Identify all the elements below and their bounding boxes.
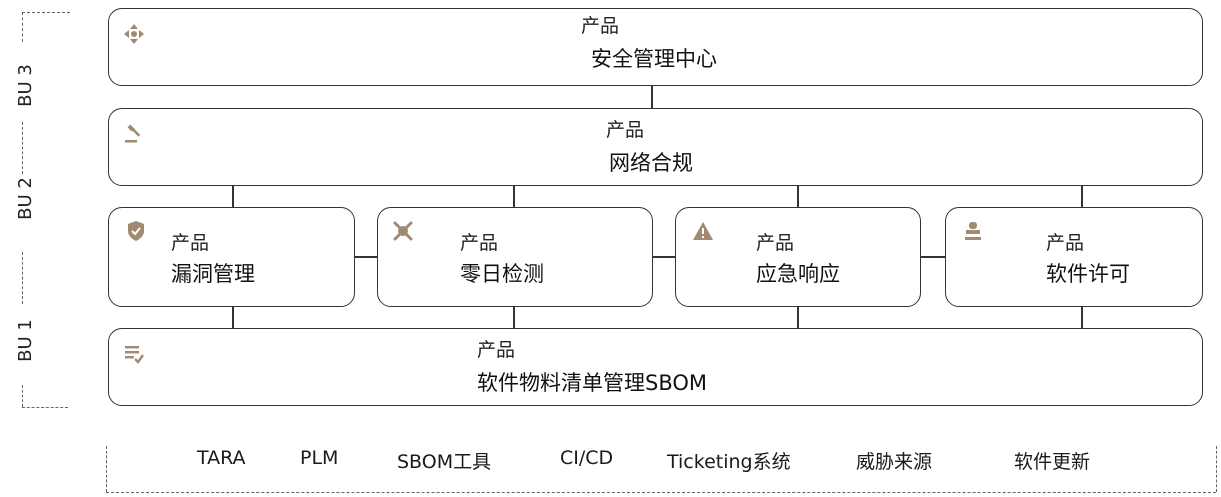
bu-bracket-top <box>22 12 70 13</box>
product-label: 产品 <box>460 232 499 254</box>
bu-bracket-line-2 <box>22 122 23 174</box>
stamp-icon <box>965 222 981 240</box>
connector-zeroday-sbom <box>513 307 515 328</box>
bu-bracket-line-4 <box>22 385 23 407</box>
shield-icon <box>128 221 144 241</box>
tool-cicd: CI/CD <box>560 447 614 469</box>
product-box-compliance[interactable]: 产品 网络合规 <box>108 108 1203 186</box>
bu-bracket-bottom <box>22 407 68 408</box>
tool-ticketing: Ticketing系统 <box>667 451 791 473</box>
crossbones-icon <box>393 221 413 241</box>
product-label: 产品 <box>1046 232 1085 254</box>
bu-2-label: BU 2 <box>14 177 36 220</box>
bu-3-label: BU 3 <box>14 64 36 107</box>
arrows-move-icon <box>124 24 144 44</box>
connector-emergency-sbom <box>797 307 799 328</box>
box-title-emergency: 应急响应 <box>756 262 840 286</box>
box-title-zeroday: 零日检测 <box>460 262 544 286</box>
box-title-license: 软件许可 <box>1046 262 1130 286</box>
connector-center-compliance <box>651 86 653 108</box>
product-box-vuln[interactable]: 产品 漏洞管理 <box>108 207 355 307</box>
connector-compliance-license <box>1081 186 1083 207</box>
connector-vuln-zeroday <box>355 256 377 258</box>
connector-emergency-license <box>921 256 945 258</box>
bu-bracket-line-1 <box>22 12 23 42</box>
product-box-security-center[interactable]: 产品 安全管理中心 <box>108 8 1203 86</box>
checklist-icon <box>125 346 144 364</box>
product-box-zeroday[interactable]: 产品 零日检测 <box>377 207 653 307</box>
connector-compliance-vuln <box>232 186 234 207</box>
connector-zeroday-emergency <box>653 256 675 258</box>
product-label: 产品 <box>756 232 795 254</box>
product-box-sbom[interactable]: 产品 软件物料清单管理SBOM <box>108 328 1203 406</box>
tool-threat-source: 威胁来源 <box>856 451 933 473</box>
bu-1-label: BU 1 <box>14 319 36 362</box>
product-label: 产品 <box>605 119 645 141</box>
box-title-vuln: 漏洞管理 <box>171 262 255 286</box>
connector-vuln-sbom <box>232 307 234 328</box>
product-box-emergency[interactable]: 产品 应急响应 <box>675 207 921 307</box>
bu-bracket-line-3 <box>22 252 23 304</box>
tool-sbom: SBOM工具 <box>397 451 492 473</box>
gavel-icon <box>125 124 141 143</box>
tools-bracket-left <box>106 446 107 492</box>
tool-software-update: 软件更新 <box>1014 451 1091 473</box>
tools-bracket-bottom <box>106 492 1216 493</box>
tool-plm: PLM <box>300 447 339 469</box>
connector-compliance-emergency <box>797 186 799 207</box>
product-label: 产品 <box>580 15 620 37</box>
connector-license-sbom <box>1081 307 1083 328</box>
box-title-sbom: 软件物料清单管理SBOM <box>477 371 708 395</box>
warning-icon <box>693 222 713 240</box>
product-box-license[interactable]: 产品 软件许可 <box>945 207 1203 307</box>
connector-compliance-zeroday <box>513 186 515 207</box>
product-label: 产品 <box>171 232 210 254</box>
box-title-compliance: 网络合规 <box>609 151 693 175</box>
tool-tara: TARA <box>197 447 246 469</box>
product-label: 产品 <box>477 339 516 361</box>
tools-bracket-right <box>1216 446 1217 492</box>
box-title-security-center: 安全管理中心 <box>591 47 717 71</box>
